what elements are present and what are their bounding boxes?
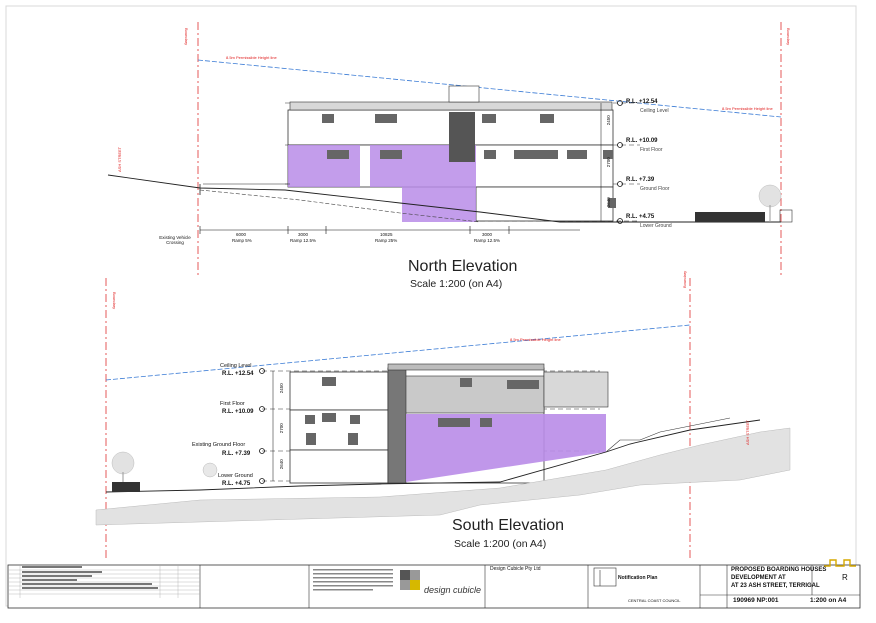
north-level-name-ceiling: Ceiling Level: [640, 108, 669, 114]
north-level-rl-first: R.L. +10.09: [626, 138, 658, 144]
south-elevation-title: South Elevation: [452, 517, 565, 534]
north-crossing-label: Existing Vehicle Crossing: [159, 235, 191, 245]
north-boundary-right: Boundary: [786, 28, 791, 46]
north-elevation-title: North Elevation: [408, 258, 518, 275]
south-height-2: 2700: [278, 423, 284, 434]
south-level-rl-ground: R.L. +7.39: [222, 451, 251, 457]
south-level-name-lower: Lower Ground: [218, 473, 253, 479]
ramp-2-desc: Ramp 12.5%: [290, 238, 317, 243]
south-level-rl-lower: R.L. +4.75: [222, 481, 251, 487]
revision-letter: R: [842, 573, 848, 582]
south-boundary-left: Boundary: [112, 292, 117, 310]
company-name: Design Cubicle Pty Ltd: [490, 566, 541, 572]
north-level-name-ground: Ground Floor: [640, 186, 670, 192]
north-height-3: 2640: [605, 197, 611, 208]
north-height-1: 2450: [605, 115, 611, 126]
north-permissible-height-label-right: 8.5m Permissible Height line: [722, 106, 773, 111]
plan-type: Notification Plan: [618, 575, 658, 581]
ramp-1-len: 6000: [236, 232, 247, 237]
north-level-name-first: First Floor: [640, 147, 663, 153]
north-boundary-left: Boundary: [184, 28, 189, 46]
north-level-name-lower: Lower Ground: [640, 223, 672, 229]
south-level-name-ground: Existing Ground Floor: [192, 442, 246, 448]
project-line-2: DEVELOPMENT AT: [731, 575, 786, 581]
ramp-3-len: 10825: [380, 232, 393, 237]
south-height-3: 2640: [278, 459, 284, 470]
south-height-1: 2450: [278, 383, 284, 394]
company-logo: [400, 570, 420, 590]
north-level-rl-ceiling: R.L. +12.54: [626, 99, 658, 105]
north-level-rl-lower: R.L. +4.75: [626, 214, 655, 220]
north-permissible-height-label: 8.5m Permissible Height line: [226, 55, 277, 60]
logo-text: design cubicle: [424, 585, 482, 595]
south-level-name-ceiling: Ceiling Level: [220, 363, 252, 369]
south-level-rl-ceiling: R.L. +12.54: [222, 371, 254, 377]
south-street-label: ASH STREET: [745, 419, 750, 445]
ramp-3-desc: Ramp 25%: [375, 238, 398, 243]
south-boundary-right: Boundary: [682, 270, 687, 288]
south-level-name-first: First Floor: [220, 401, 245, 407]
north-street-label: ASH STREET: [117, 146, 122, 172]
council-name: CENTRAL COAST COUNCIL: [628, 598, 681, 603]
title-block-scale: 1:200 on A4: [810, 597, 847, 604]
north-height-2: 2700: [605, 157, 611, 168]
drawing-number: 190969 NP:001: [733, 597, 779, 604]
south-elevation-scale: Scale 1:200 (on A4): [454, 538, 547, 550]
south-level-rl-first: R.L. +10.09: [222, 409, 254, 415]
ramp-4-desc: Ramp 12.5%: [474, 238, 501, 243]
ramp-1-desc: Ramp 5%: [232, 238, 252, 243]
project-line-1: PROPOSED BOARDING HOUSES: [731, 567, 827, 573]
ramp-2-len: 3000: [298, 232, 309, 237]
project-line-3: AT 23 ASH STREET, TERRIGAL: [731, 583, 820, 589]
south-permissible-height-label: 8.5m Permissible Height line: [510, 337, 561, 342]
north-level-rl-ground: R.L. +7.39: [626, 177, 655, 183]
ramp-4-len: 3000: [482, 232, 493, 237]
north-elevation-scale: Scale 1:200 (on A4): [410, 278, 503, 290]
